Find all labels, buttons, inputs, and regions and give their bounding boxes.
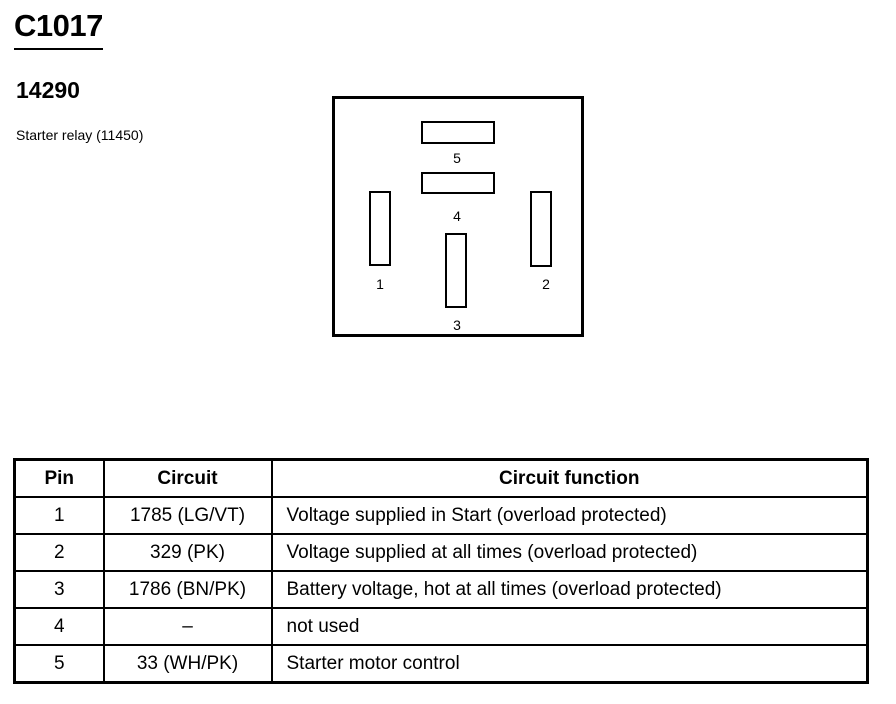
cell-circuit: 1786 (BN/PK) <box>102 570 273 609</box>
pin-label-2: 2 <box>542 276 550 292</box>
header-pin: Pin <box>13 458 105 498</box>
header-circuit: Circuit <box>102 458 273 498</box>
table-header-row: Pin Circuit Circuit function <box>13 458 869 498</box>
cell-circuit: 33 (WH/PK) <box>102 644 273 684</box>
table-row: 2 329 (PK) Voltage supplied at all times… <box>13 533 869 572</box>
cell-pin: 5 <box>13 644 105 684</box>
connector-id: C1017 <box>14 8 103 50</box>
pinout-table: Pin Circuit Circuit function 1 1785 (LG/… <box>13 458 869 684</box>
pin-label-3: 3 <box>453 317 461 333</box>
cell-pin: 1 <box>13 496 105 535</box>
cell-circuit: – <box>102 607 273 646</box>
terminal-1 <box>369 191 391 266</box>
cell-function: Battery voltage, hot at all times (overl… <box>270 570 869 609</box>
cell-function: Voltage supplied at all times (overload … <box>270 533 869 572</box>
cell-pin: 2 <box>13 533 105 572</box>
cell-circuit: 1785 (LG/VT) <box>102 496 273 535</box>
connector-face-diagram: 5 4 1 2 3 <box>332 96 584 337</box>
terminal-2 <box>530 191 552 267</box>
table-row: 5 33 (WH/PK) Starter motor control <box>13 644 869 684</box>
cell-function: not used <box>270 607 869 646</box>
terminal-4 <box>421 172 495 194</box>
terminal-5 <box>421 121 495 144</box>
terminal-3 <box>445 233 467 308</box>
cell-pin: 4 <box>13 607 105 646</box>
table-row: 3 1786 (BN/PK) Battery voltage, hot at a… <box>13 570 869 609</box>
cell-function: Starter motor control <box>270 644 869 684</box>
pin-label-1: 1 <box>376 276 384 292</box>
component-description: Starter relay (11450) <box>16 127 144 143</box>
header-circuit-function: Circuit function <box>270 458 869 498</box>
cell-function: Voltage supplied in Start (overload prot… <box>270 496 869 535</box>
pin-label-4: 4 <box>453 208 461 224</box>
cell-pin: 3 <box>13 570 105 609</box>
pin-label-5: 5 <box>453 150 461 166</box>
cell-circuit: 329 (PK) <box>102 533 273 572</box>
table-row: 1 1785 (LG/VT) Voltage supplied in Start… <box>13 496 869 535</box>
table-row: 4 – not used <box>13 607 869 646</box>
part-number: 14290 <box>16 77 80 103</box>
